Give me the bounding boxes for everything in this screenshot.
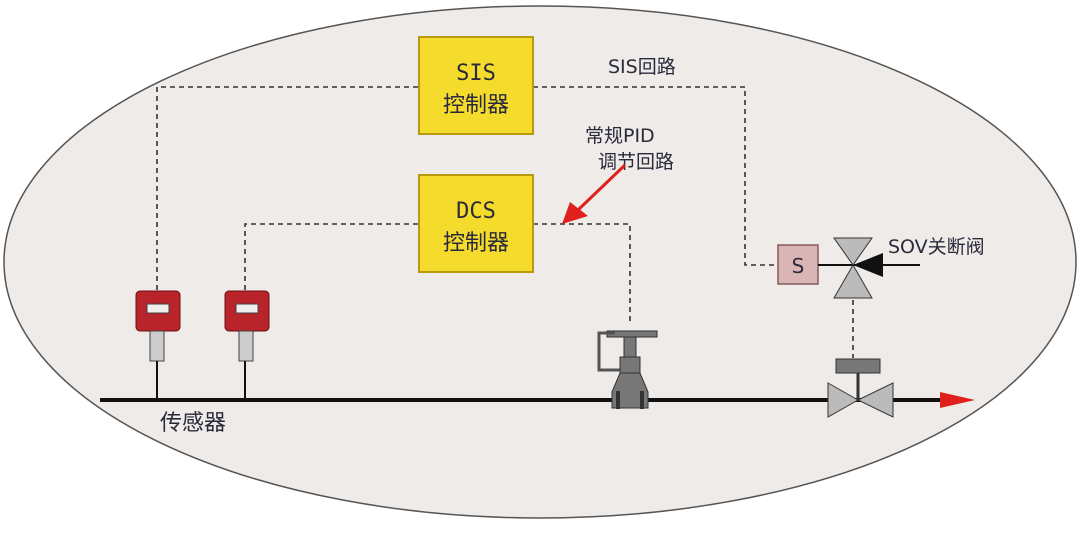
dcs-signal-line-in xyxy=(244,223,419,290)
sensor-transmitter-2 xyxy=(224,290,270,400)
dcs-controller-line1: DCS xyxy=(456,199,496,224)
sov-valve-icon xyxy=(833,237,883,299)
sis-loop-label: SIS回路 xyxy=(608,56,676,78)
dcs-controller-line2: 控制器 xyxy=(443,231,509,256)
control-valve-icon xyxy=(597,330,658,409)
pid-pointer-arrow-icon xyxy=(562,163,627,224)
dcs-signal-line-out xyxy=(533,223,631,322)
sis-controller-line1: SIS xyxy=(456,61,496,86)
sensor-label: 传感器 xyxy=(160,411,226,436)
sis-controller: SIS 控制器 xyxy=(418,36,534,135)
sis-controller-line2: 控制器 xyxy=(443,93,509,118)
shutoff-valve-icon xyxy=(827,358,894,418)
background-ellipse xyxy=(3,5,1077,519)
process-pipe xyxy=(100,392,975,408)
sis-signal-line-out xyxy=(533,86,778,266)
sis-signal-line-in xyxy=(156,86,419,290)
pid-loop-label-line2: 调节回路 xyxy=(598,151,674,173)
flow-arrow-icon xyxy=(940,392,975,408)
sensor-transmitter-1 xyxy=(135,290,181,400)
sov-label: SOV关断阀 xyxy=(888,236,985,258)
dcs-controller: DCS 控制器 xyxy=(418,174,534,273)
pid-loop-label-line1: 常规PID xyxy=(585,125,655,147)
solenoid-label: S xyxy=(792,254,805,278)
